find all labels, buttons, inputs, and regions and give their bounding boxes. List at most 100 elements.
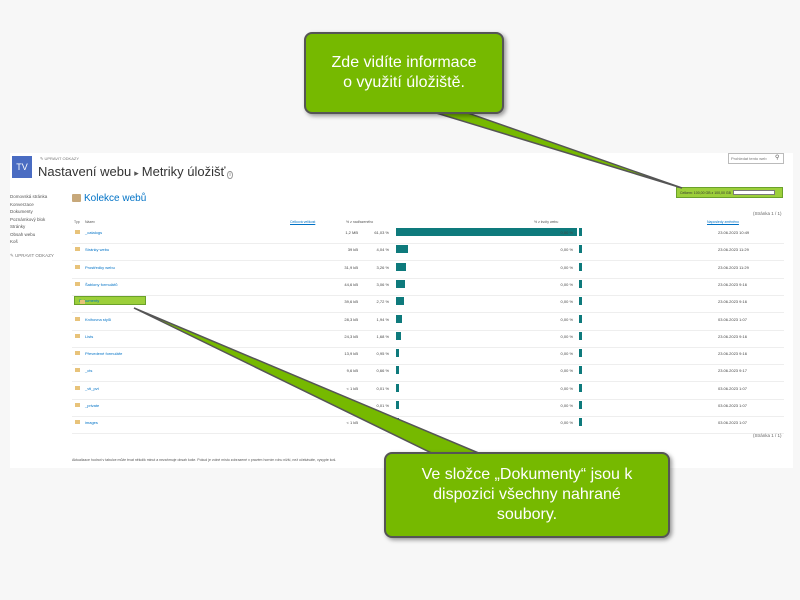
modified-date: 23.06.2023 9:16 (718, 299, 747, 305)
pct-quota-bar (579, 297, 582, 306)
total-size: 1,2 MB (345, 230, 358, 235)
storage-usage-indicator: Celkem: 100,00 GB z 100,00 GB (676, 187, 783, 198)
pct-parent-value: 0,66 % (376, 368, 389, 374)
total-size: 44,6 kB (344, 281, 358, 287)
search-input[interactable]: Prohledat tento web (728, 153, 784, 164)
folder-name-link[interactable]: Dokumenty (74, 296, 146, 306)
folder-name-link[interactable]: _cts (85, 368, 93, 374)
breadcrumb-storage-metrics: Metriky úložišť (141, 164, 226, 179)
footnote: Aktualizace hodnot v tabulce může trvat … (72, 458, 337, 462)
modified-date: 03.06.2023 1:07 (718, 316, 747, 322)
pct-quota-bar (579, 314, 582, 323)
table-row[interactable]: Šablony formulářů 44,6 kB 3,06 % 0,00 % 23.0… (72, 278, 784, 296)
site-collection-icon (72, 194, 81, 202)
nav-item-notebook[interactable]: Poznámkový blok (10, 216, 46, 222)
pct-parent-value: 0,01 % (376, 403, 389, 408)
breadcrumb-site-settings[interactable]: Nastavení webu (38, 164, 132, 179)
folder-name-link[interactable]: Prostředky webu (85, 264, 115, 270)
modified-date: 23.06.2023 11:29 (718, 247, 749, 253)
column-header-type: Typ (74, 220, 80, 224)
callout-bottom-pointer (133, 307, 501, 463)
total-size: 24,3 kB (344, 333, 358, 339)
column-header-pct-parent[interactable]: % z nadřazeného (346, 220, 374, 224)
pct-quota-value: 0,00 % (560, 403, 573, 408)
pct-parent-value: 1,68 % (376, 333, 389, 339)
pct-parent-bar (396, 383, 399, 392)
pct-quota-value: 0,00 % (560, 281, 573, 287)
folder-name-link[interactable]: Stránky webu (85, 247, 110, 253)
folder-icon (75, 333, 80, 338)
pct-quota-bar (579, 279, 582, 288)
column-header-modified[interactable]: Naposledy změněno (707, 220, 739, 224)
folder-icon (75, 264, 80, 269)
search-icon[interactable]: ⚲ (775, 155, 780, 161)
total-size: 9,6 kB (346, 368, 358, 374)
pct-quota-bar (579, 262, 582, 271)
edit-links-nav[interactable]: ✎ UPRAVIT ODKAZY (10, 252, 54, 258)
folder-name-link[interactable]: _private (85, 403, 100, 408)
pct-parent-value: 0,01 % (376, 385, 389, 391)
pct-quota-value: 0,00 % (560, 420, 573, 426)
table-row[interactable]: Lists 24,3 kB 1,68 % 0,00 % 23.06.2023 9:16 (72, 330, 784, 348)
pct-parent-bar (396, 349, 399, 358)
folder-name-link[interactable]: _vti_pvt (85, 385, 99, 391)
pct-quota-bar (579, 331, 582, 340)
pct-parent-bar (396, 297, 405, 306)
nav-item-recycle-bin[interactable]: Koš (10, 239, 18, 244)
total-size: < 1 kB (346, 385, 358, 391)
nav-item-site-contents[interactable]: Obsah webu (10, 231, 36, 237)
pct-quota-value: 0,00 % (560, 333, 573, 339)
pct-quota-bar (579, 245, 582, 254)
pct-quota-value: 0,00 % (560, 368, 573, 374)
pct-parent-bar (396, 262, 406, 271)
modified-date: 03.06.2023 1:07 (718, 420, 747, 426)
callout-documents-folder: Ve složce „Dokumenty“ jsou k dispozici v… (384, 452, 670, 538)
nav-item-documents[interactable]: Dokumenty (10, 209, 33, 214)
pct-parent-bar (396, 331, 401, 340)
folder-name-link[interactable]: images (85, 420, 98, 426)
modified-date: 23.06.2023 9:16 (718, 333, 747, 339)
pct-quota-value: 0,00 % (560, 264, 573, 270)
folder-icon (75, 281, 80, 286)
info-icon[interactable]: i (227, 171, 233, 179)
total-size: 31,9 kB (344, 264, 358, 270)
usage-bar (732, 190, 775, 195)
pct-quota-bar (579, 383, 582, 392)
pct-parent-value: 2,72 % (376, 299, 389, 305)
pct-quota-bar (579, 401, 582, 409)
folder-icon (75, 385, 80, 390)
column-header-name[interactable]: Název (85, 220, 95, 224)
column-header-total-size[interactable]: Celková velikost (290, 220, 316, 224)
pct-quota-value: 0,00 % (560, 385, 573, 391)
total-size: < 1 kB (346, 420, 358, 426)
folder-name-link[interactable]: Převedené formuláře (85, 351, 123, 357)
edit-links-top[interactable]: ✎ UPRAVIT ODKAZY (40, 156, 79, 161)
folder-name-link[interactable]: Šablony formulářů (85, 281, 118, 287)
folder-icon (75, 420, 80, 425)
nav-item-pages[interactable]: Stránky (10, 224, 26, 229)
column-header-pct-quota[interactable]: % z kvóty webu (534, 220, 559, 224)
nav-item-home[interactable]: Domovská stránka (10, 194, 48, 199)
pct-parent-value: 3,06 % (376, 281, 389, 287)
pct-quota-bar (579, 349, 582, 358)
left-navigation: Domovská stránka Konverzace Dokumenty Po… (10, 193, 65, 259)
site-logo-tile[interactable]: TV (12, 156, 32, 178)
modified-date: 23.06.2023 9:16 (718, 281, 747, 287)
total-size: 28,3 kB (344, 316, 358, 322)
callout-top-line-2: o využití úložiště. (343, 74, 465, 91)
folder-name-link[interactable]: Knihovna stylů (85, 316, 112, 322)
folder-icon (75, 230, 80, 234)
nav-item-conversations[interactable]: Konverzace (10, 201, 34, 207)
folder-name-link[interactable]: _catalogs (85, 230, 103, 235)
folder-icon (75, 316, 80, 321)
pct-parent-bar (396, 366, 399, 375)
folder-name-link[interactable]: Lists (85, 333, 94, 339)
